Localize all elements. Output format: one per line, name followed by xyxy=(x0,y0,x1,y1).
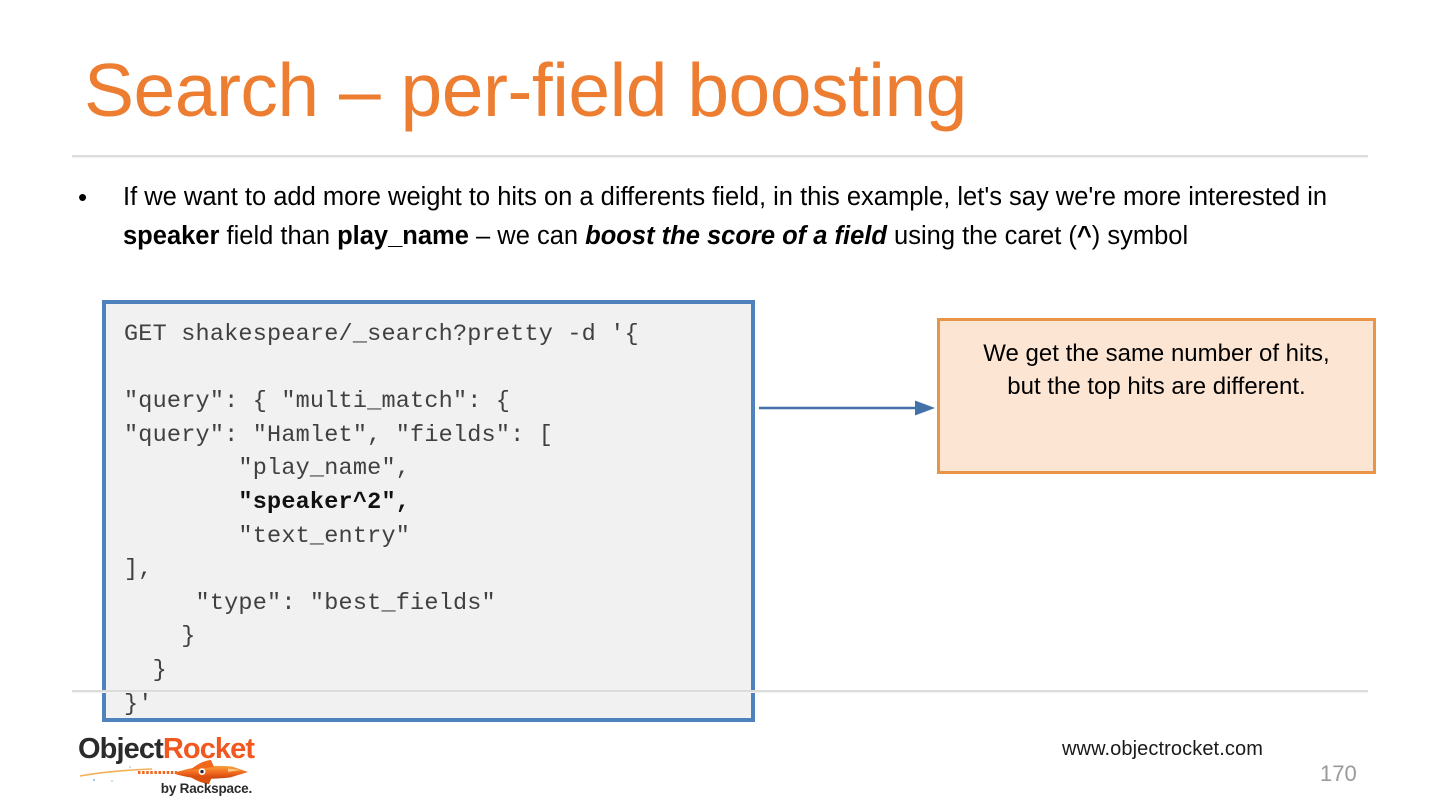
code-line-4: "play_name", xyxy=(124,455,411,483)
bullet-item: • If we want to add more weight to hits … xyxy=(74,178,1364,255)
logo-word-rocket: Rocket xyxy=(162,733,255,765)
code-line-11: }' xyxy=(124,690,153,718)
divider-bottom xyxy=(72,690,1368,693)
page-title: Search – per-field boosting xyxy=(84,48,967,132)
bullet-seg-5: boost the score of a field xyxy=(585,221,887,250)
callout-box: We get the same number of hits, but the … xyxy=(937,318,1376,474)
bullet-seg-3: play_name xyxy=(337,221,469,250)
code-line-8: "type": "best_fields" xyxy=(124,589,496,617)
code-line-2: "query": { "multi_match": { xyxy=(124,388,511,416)
callout-text: We get the same number of hits, but the … xyxy=(983,340,1330,400)
code-line-9: } xyxy=(124,623,196,651)
code-line-6: "text_entry" xyxy=(124,522,411,550)
code-line-5-highlighted: "speaker^2", xyxy=(124,488,411,516)
rocket-icon xyxy=(79,760,248,784)
arrow-connector xyxy=(757,388,937,428)
bullet-seg-8: ) symbol xyxy=(1091,221,1189,250)
bullet-seg-6: using the caret ( xyxy=(886,221,1077,250)
logo-wordmark: ObjectRocket xyxy=(78,733,255,765)
code-line-3: "query": "Hamlet", "fields": [ xyxy=(124,421,554,449)
code-text: GET shakespeare/_search?pretty -d '{ "qu… xyxy=(106,304,751,718)
code-line-0: GET shakespeare/_search?pretty -d '{ xyxy=(124,321,639,348)
arrow-right-icon xyxy=(759,400,935,416)
bullet-seg-2: field than xyxy=(219,221,338,250)
objectrocket-logo: ObjectRocket by Rackspace. xyxy=(78,733,255,803)
code-line-10: } xyxy=(124,656,167,684)
bullet-seg-7: ^ xyxy=(1076,221,1092,250)
footer-url: www.objectrocket.com xyxy=(1062,738,1263,760)
logo-tagline: by Rackspace. xyxy=(160,781,252,796)
bullet-marker-icon: • xyxy=(78,182,88,212)
logo-word-object: Object xyxy=(78,733,164,765)
divider-top xyxy=(72,155,1368,158)
bullet-text: If we want to add more weight to hits on… xyxy=(123,178,1364,255)
bullet-seg-4: – we can xyxy=(468,221,586,250)
bullet-seg-0: If we want to add more weight to hits on… xyxy=(123,183,1328,211)
code-block: GET shakespeare/_search?pretty -d '{ "qu… xyxy=(102,300,755,722)
page-number: 170 xyxy=(1320,761,1357,786)
bullet-block: • If we want to add more weight to hits … xyxy=(74,178,1364,255)
code-line-7: ], xyxy=(124,556,153,584)
bullet-seg-1: speaker xyxy=(123,221,220,250)
